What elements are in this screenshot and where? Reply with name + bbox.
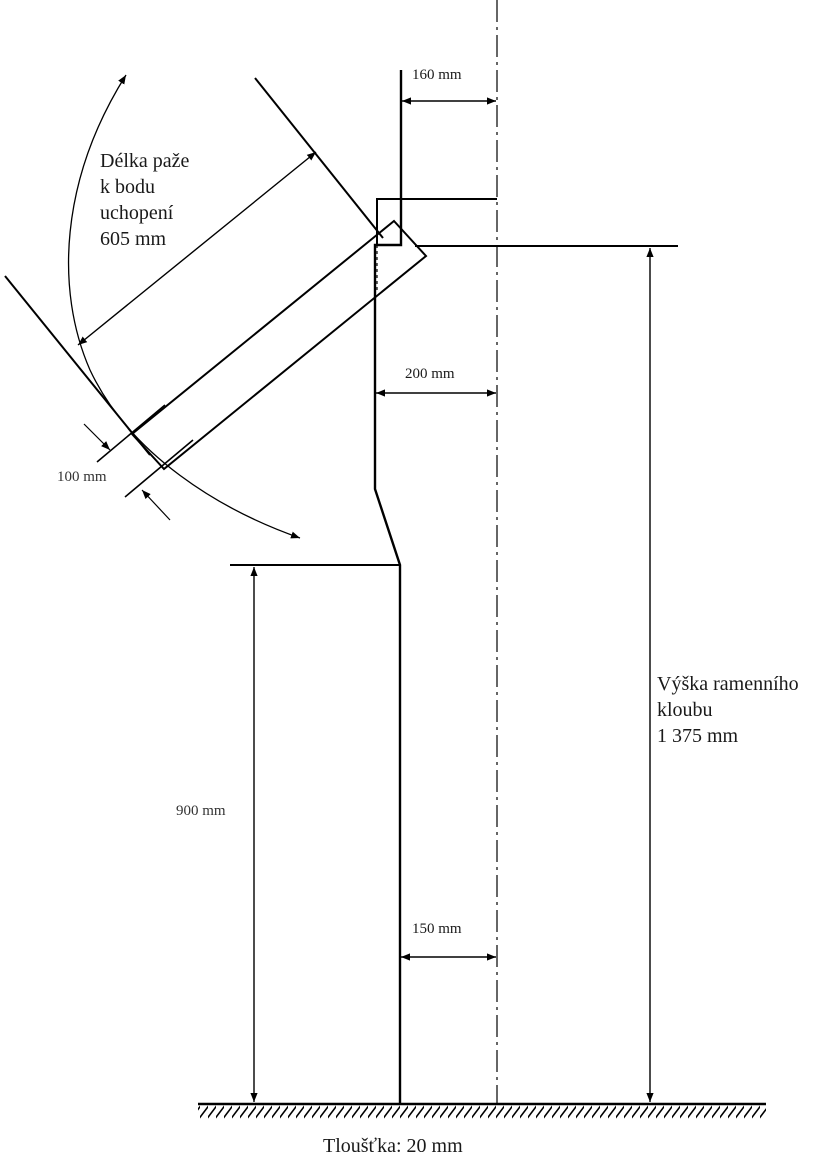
dimension-100-arrow-a <box>83 423 111 451</box>
thickness-ext-line-2 <box>124 439 194 498</box>
thickness-label: Tloušťka: 20 mm <box>323 1135 463 1157</box>
arm-length-label-line-3: uchopení <box>100 202 174 224</box>
arm-ext-line-upper <box>254 77 384 239</box>
arm-length-label-line-4: 605 mm <box>100 228 167 250</box>
arm-length-label-line-1: Délka paže <box>100 150 190 172</box>
dimension-160-label: 160 mm <box>412 67 462 83</box>
arm-rectangle <box>130 219 428 471</box>
dimension-900-label: 900 mm <box>176 803 226 819</box>
shoulder-height-label-line-1: Výška ramenního <box>657 673 799 695</box>
dimension-150-label: 150 mm <box>412 921 462 937</box>
arm-length-label: Délka paže k bodu uchopení 605 mm <box>100 148 189 252</box>
dimension-100-arrow-b <box>141 489 171 521</box>
ground-hatch <box>198 1104 766 1120</box>
dimension-200-label: 200 mm <box>405 366 455 382</box>
arm-length-label-line-2: k bodu <box>100 176 155 198</box>
dimension-100-label: 100 mm <box>57 469 107 485</box>
rotation-arc <box>67 74 301 539</box>
body-outline <box>373 70 403 1104</box>
shoulder-height-label: Výška ramenního kloubu 1 375 mm <box>657 671 799 749</box>
thickness-ext-line-1 <box>96 404 166 463</box>
shoulder-height-label-line-2: kloubu <box>657 699 713 721</box>
shoulder-height-label-line-3: 1 375 mm <box>657 725 739 747</box>
